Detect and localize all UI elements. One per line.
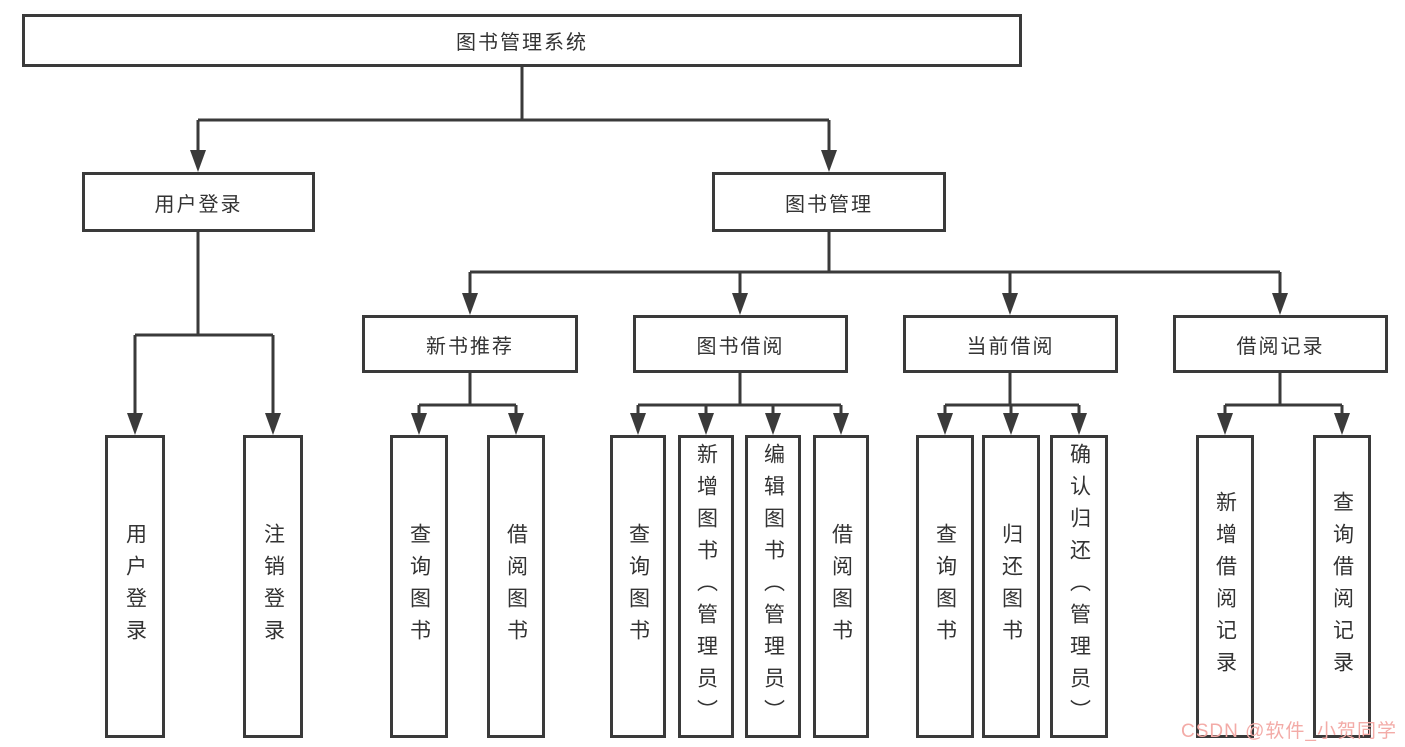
leaf-edit-books-admin: 编辑图书（管理员） — [745, 435, 801, 738]
leaf-user-login: 用户登录 — [105, 435, 165, 738]
node-new-book-recommend: 新书推荐 — [362, 315, 578, 373]
node-user-login: 用户登录 — [82, 172, 315, 232]
watermark: CSDN @软件_小贺同学 — [1181, 721, 1397, 742]
leaf-label: 查询图书 — [933, 522, 957, 651]
leaf-add-borrow-record: 新增借阅记录 — [1196, 435, 1254, 738]
leaf-label: 查询借阅记录 — [1330, 490, 1354, 683]
leaf-label: 新增图书（管理员） — [694, 442, 718, 731]
node-label: 图书管理系统 — [456, 32, 588, 54]
leaf-borrow-books-recommend: 借阅图书 — [487, 435, 545, 738]
leaf-label: 用户登录 — [123, 522, 147, 651]
node-borrowing-records: 借阅记录 — [1173, 315, 1388, 373]
node-label: 图书管理 — [785, 193, 873, 216]
node-label: 图书借阅 — [696, 335, 785, 358]
node-label: 当前借阅 — [966, 335, 1055, 358]
leaf-label: 查询图书 — [626, 522, 650, 651]
leaf-query-books-current: 查询图书 — [916, 435, 974, 738]
leaf-label: 新增借阅记录 — [1213, 490, 1237, 683]
leaf-label: 编辑图书（管理员） — [761, 442, 785, 731]
leaf-label: 注销登录 — [261, 522, 285, 651]
leaf-logout: 注销登录 — [243, 435, 303, 738]
leaf-query-books-recommend: 查询图书 — [390, 435, 448, 738]
node-label: 借阅记录 — [1236, 335, 1325, 358]
leaf-label: 查询图书 — [407, 522, 431, 651]
leaf-label: 借阅图书 — [829, 522, 853, 651]
node-label: 新书推荐 — [426, 335, 514, 358]
leaf-label: 归还图书 — [999, 522, 1023, 651]
leaf-confirm-return-admin: 确认归还（管理员） — [1050, 435, 1108, 738]
leaf-return-books: 归还图书 — [982, 435, 1040, 738]
leaf-add-books-admin: 新增图书（管理员） — [678, 435, 734, 738]
node-current-borrowing: 当前借阅 — [903, 315, 1118, 373]
leaf-label: 确认归还（管理员） — [1067, 442, 1091, 731]
node-book-management: 图书管理 — [712, 172, 946, 232]
leaf-query-borrow-record: 查询借阅记录 — [1313, 435, 1371, 738]
node-root-system: 图书管理系统 — [22, 14, 1022, 67]
leaf-borrow-books: 借阅图书 — [813, 435, 869, 738]
node-label: 用户登录 — [154, 193, 243, 216]
leaf-label: 借阅图书 — [504, 522, 528, 651]
node-book-borrowing: 图书借阅 — [633, 315, 848, 373]
leaf-query-books-borrow: 查询图书 — [610, 435, 666, 738]
